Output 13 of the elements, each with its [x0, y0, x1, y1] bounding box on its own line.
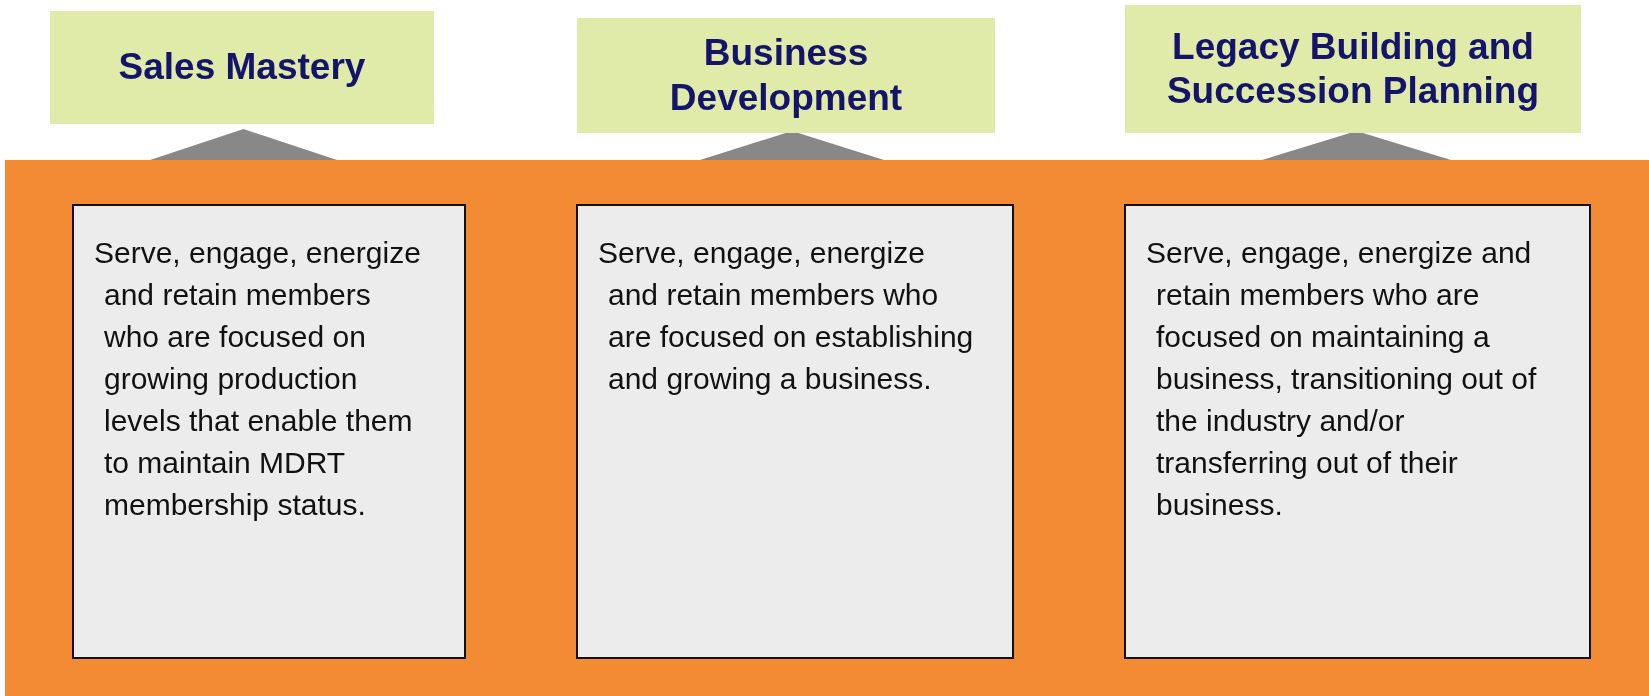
description-card — [576, 204, 1014, 659]
description-card — [1124, 204, 1591, 659]
pointer-triangle — [1262, 131, 1451, 160]
pointer-triangle — [150, 129, 337, 160]
pointer-triangle — [700, 131, 884, 160]
category-header: Legacy Building and Succession Planning — [1125, 5, 1581, 133]
description-text: Serve, engage, energize and retain members who are focused on maintaining a business, transitioning out of the industry and/or transferring out of their business. — [1146, 235, 1538, 523]
description-text: Serve, engage, energize and retain members who are focused on growing production levels that enable them to maintain MDRT membership status. — [94, 235, 422, 523]
band-background — [5, 160, 1649, 696]
category-header: Sales Mastery — [50, 11, 434, 124]
category-header: Business Development — [577, 18, 995, 133]
description-text: Serve, engage, energize and retain members who are focused on establishing and growing a business. — [598, 235, 975, 397]
description-card — [72, 204, 466, 659]
